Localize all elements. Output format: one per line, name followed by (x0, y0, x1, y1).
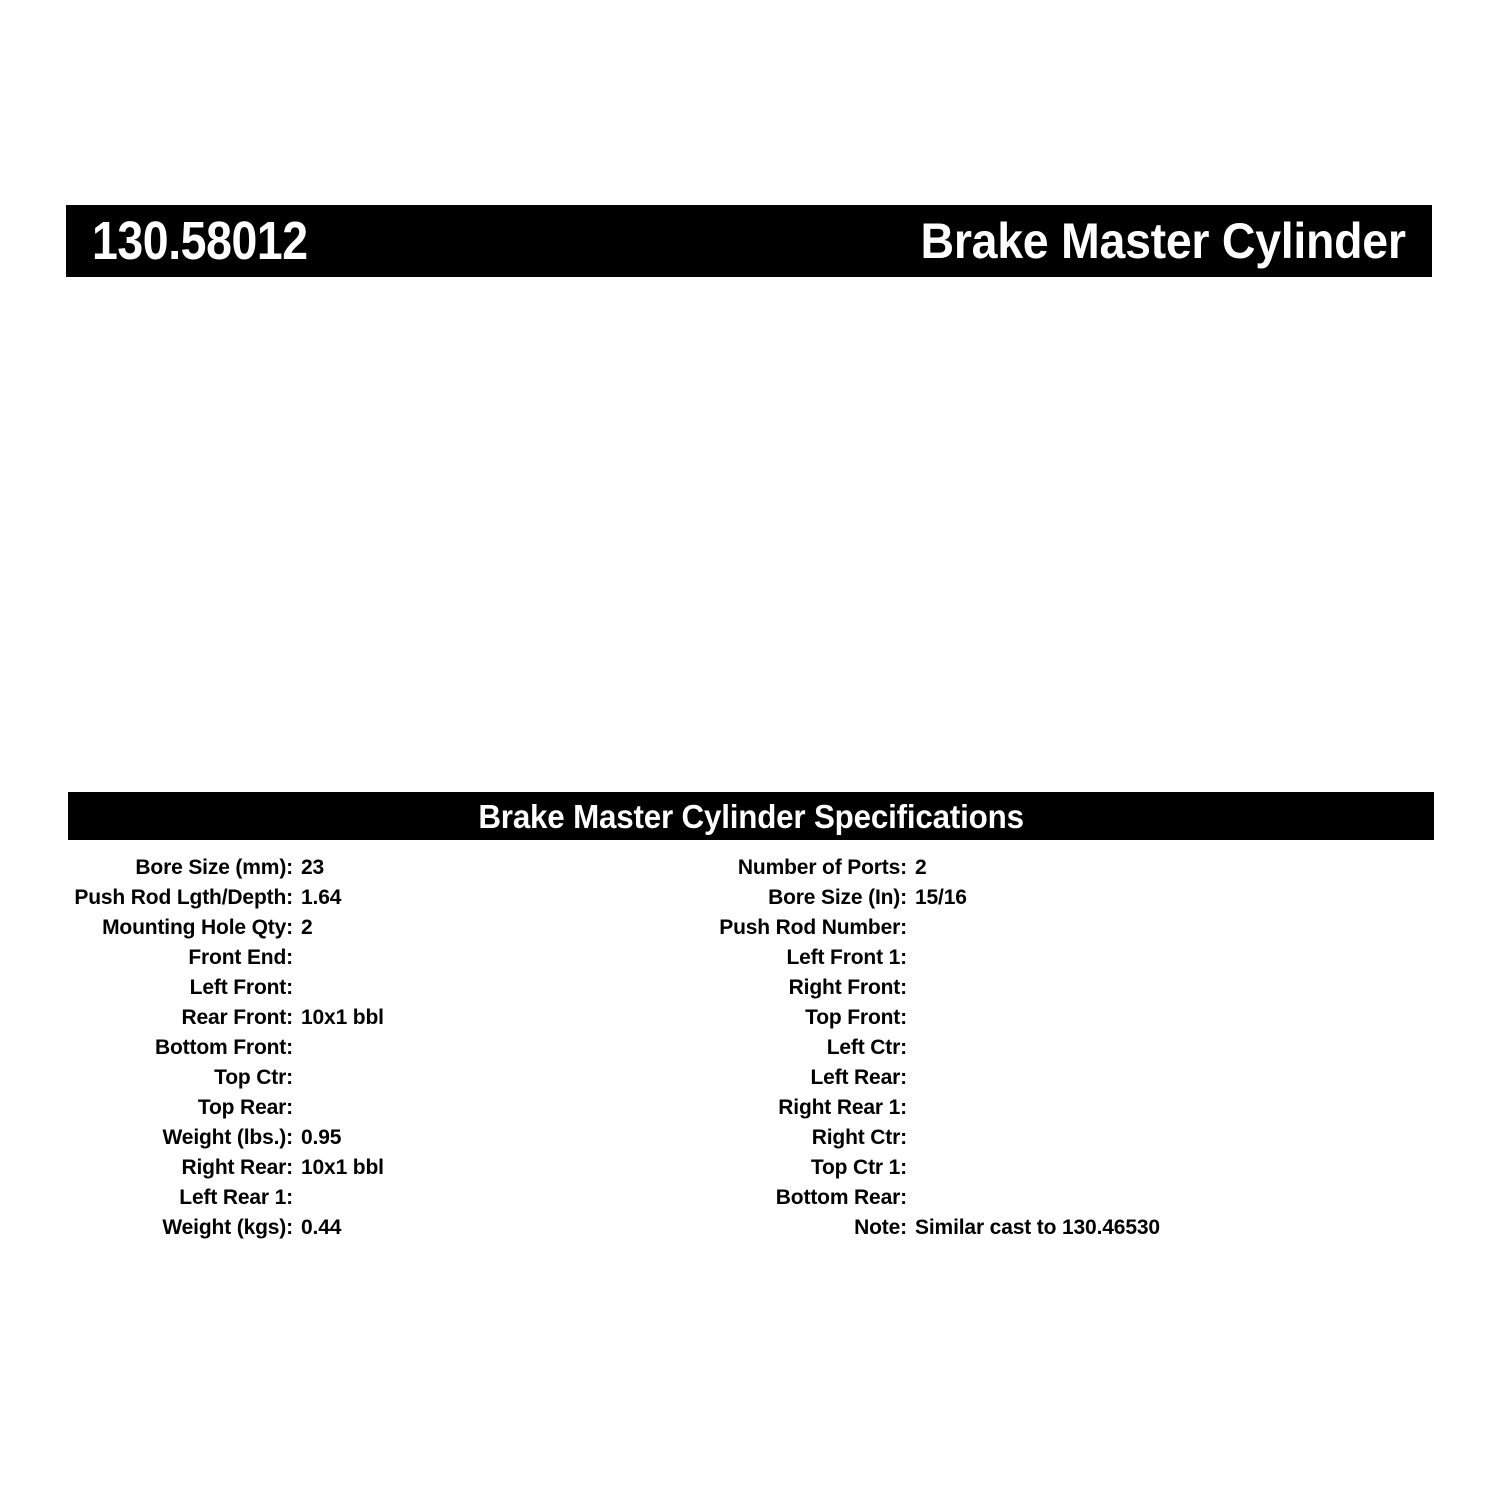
spec-row: Top Rear: (0, 1092, 660, 1122)
spec-value: Similar cast to 130.46530 (915, 1215, 1160, 1239)
spec-row: Front End: (0, 942, 660, 972)
spec-row: Push Rod Lgth/Depth: 1.64 (0, 882, 660, 912)
spec-value: 23 (301, 855, 325, 879)
spec-label: Top Ctr: (214, 1065, 293, 1089)
spec-row: Right Front: (610, 972, 1310, 1002)
spec-row: Top Front: (610, 1002, 1310, 1032)
spec-value: 2 (915, 855, 927, 879)
spec-row: Right Rear 1: (610, 1092, 1310, 1122)
spec-row: Bore Size (In): 15/16 (610, 882, 1310, 912)
spec-label: Note: (854, 1215, 907, 1239)
spec-label: Top Rear: (197, 1095, 293, 1119)
spec-label: Bore Size (mm): (135, 855, 293, 879)
spec-row: Left Front 1: (610, 942, 1310, 972)
product-name-title: Brake Master Cylinder (920, 213, 1406, 269)
spec-value: 1.64 (301, 885, 342, 909)
spec-label: Left Front 1: (786, 945, 907, 969)
spec-row: Left Ctr: (610, 1032, 1310, 1062)
spec-row: Left Front: (0, 972, 660, 1002)
spec-row: Rear Front: 10x1 bbl (0, 1002, 660, 1032)
spec-row: Right Ctr: (610, 1122, 1310, 1152)
spec-label: Top Front: (805, 1005, 907, 1029)
spec-label: Left Front: (189, 975, 293, 999)
spec-label: Rear Front: (181, 1005, 293, 1029)
spec-label: Left Rear 1: (179, 1185, 293, 1209)
spec-row: Push Rod Number: (610, 912, 1310, 942)
spec-label: Left Ctr: (826, 1035, 907, 1059)
spec-label: Bottom Rear: (775, 1185, 907, 1209)
spec-row: Top Ctr: (0, 1062, 660, 1092)
spec-label: Weight (kgs): (162, 1215, 293, 1239)
specifications-title: Brake Master Cylinder Specifications (478, 797, 1024, 835)
spec-label: Right Front: (788, 975, 907, 999)
specifications-title-bar: Brake Master Cylinder Specifications (68, 792, 1434, 840)
spec-value: 0.95 (301, 1125, 342, 1149)
spec-label: Right Rear 1: (778, 1095, 907, 1119)
spec-row: Number of Ports: 2 (610, 852, 1310, 882)
spec-label: Bottom Front: (154, 1035, 293, 1059)
spec-label: Push Rod Lgth/Depth: (74, 885, 293, 909)
spec-row: Weight (kgs): 0.44 (0, 1212, 660, 1242)
spec-value: 10x1 bbl (301, 1005, 384, 1029)
spec-label: Top Ctr 1: (810, 1155, 907, 1179)
part-number: 130.58012 (92, 211, 308, 271)
spec-row: Bore Size (mm): 23 (0, 852, 660, 882)
spec-value: 2 (301, 915, 313, 939)
spec-row: Note: Similar cast to 130.46530 (610, 1212, 1310, 1242)
spec-label: Weight (lbs.): (162, 1125, 294, 1149)
spec-row: Right Rear: 10x1 bbl (0, 1152, 660, 1182)
spec-row: Left Rear: (610, 1062, 1310, 1092)
spec-row: Bottom Front: (0, 1032, 660, 1062)
spec-value: 0.44 (301, 1215, 342, 1239)
spec-row: Weight (lbs.): 0.95 (0, 1122, 660, 1152)
product-header-bar: 130.58012 Brake Master Cylinder (66, 205, 1432, 277)
spec-label: Right Ctr: (811, 1125, 907, 1149)
spec-label: Front End: (188, 945, 293, 969)
spec-row: Bottom Rear: (610, 1182, 1310, 1212)
spec-label: Left Rear: (810, 1065, 907, 1089)
spec-label: Bore Size (In): (768, 885, 907, 909)
spec-label: Mounting Hole Qty: (102, 915, 293, 939)
spec-label: Number of Ports: (737, 855, 907, 879)
spec-label: Right Rear: (181, 1155, 293, 1179)
spec-value: 10x1 bbl (301, 1155, 384, 1179)
spec-row: Top Ctr 1: (610, 1152, 1310, 1182)
product-image-area (66, 290, 1434, 785)
spec-label: Push Rod Number: (719, 915, 907, 939)
spec-value: 15/16 (915, 885, 967, 909)
spec-row: Mounting Hole Qty: 2 (0, 912, 660, 942)
spec-row: Left Rear 1: (0, 1182, 660, 1212)
